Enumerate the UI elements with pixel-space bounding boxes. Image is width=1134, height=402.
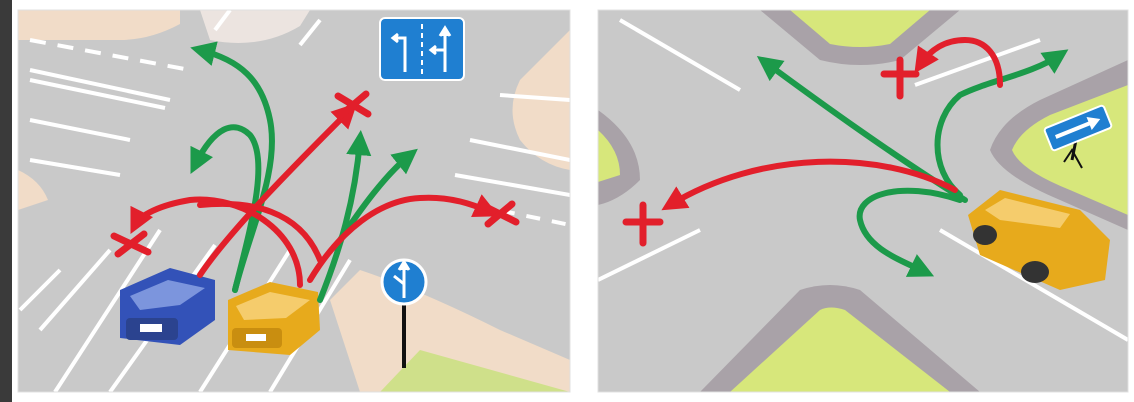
lane-direction-overhead-sign: [380, 18, 464, 80]
panel-gap: [578, 0, 590, 402]
left-frame-bar: [0, 0, 12, 402]
right-intersection-panel: [598, 10, 1128, 392]
left-intersection-panel: [18, 10, 570, 392]
